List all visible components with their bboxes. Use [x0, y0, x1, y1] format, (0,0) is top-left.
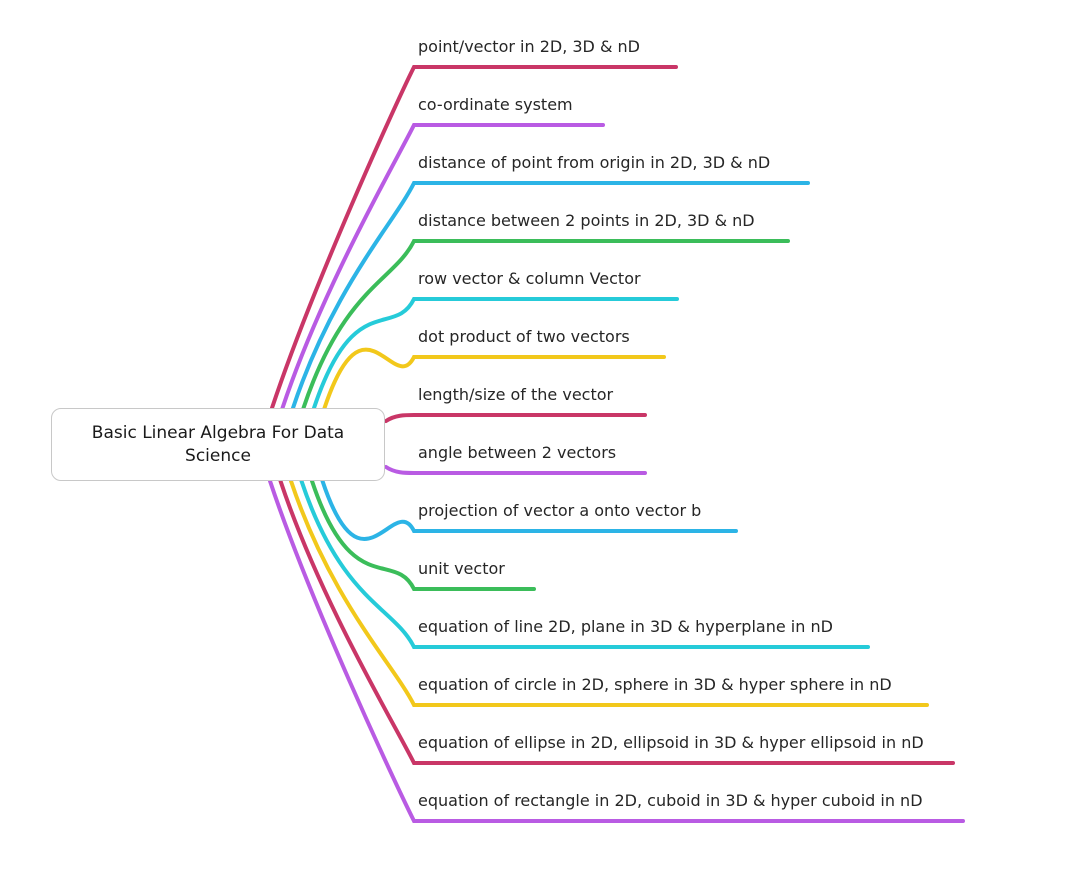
- root-topic[interactable]: Basic Linear Algebra For Data Science: [51, 408, 385, 481]
- branch-topic[interactable]: dot product of two vectors: [418, 327, 630, 346]
- branch-connector: [320, 479, 738, 541]
- branch-topic[interactable]: distance of point from origin in 2D, 3D …: [418, 153, 771, 172]
- branch-topic[interactable]: co-ordinate system: [418, 95, 573, 114]
- branch-connector: [322, 347, 666, 410]
- branch-topic[interactable]: distance between 2 points in 2D, 3D & nD: [418, 211, 755, 230]
- branch-connector: [268, 479, 965, 823]
- branch-topic[interactable]: equation of line 2D, plane in 3D & hyper…: [418, 617, 833, 636]
- branch-connector: [289, 479, 929, 707]
- branch-connector: [280, 123, 605, 410]
- branch-connector: [310, 479, 536, 591]
- branch-connector: [278, 479, 955, 765]
- branch-topic[interactable]: row vector & column Vector: [418, 269, 641, 288]
- branch-connector: [291, 181, 810, 410]
- branch-connector: [270, 65, 678, 410]
- branch-topic[interactable]: equation of circle in 2D, sphere in 3D &…: [418, 675, 892, 694]
- branch-topic[interactable]: projection of vector a onto vector b: [418, 501, 702, 520]
- branch-topic[interactable]: equation of ellipse in 2D, ellipsoid in …: [418, 733, 924, 752]
- branch-connector: [312, 297, 679, 410]
- branch-connector: [301, 239, 790, 410]
- branch-topic[interactable]: unit vector: [418, 559, 505, 578]
- branch-topic[interactable]: angle between 2 vectors: [418, 443, 617, 462]
- root-topic-label: Basic Linear Algebra For Data Science: [91, 422, 345, 466]
- branch-topic[interactable]: equation of rectangle in 2D, cuboid in 3…: [418, 791, 923, 810]
- branch-connector: [299, 479, 870, 649]
- branch-connector: [384, 465, 647, 475]
- branch-topic[interactable]: point/vector in 2D, 3D & nD: [418, 37, 640, 56]
- branch-topic[interactable]: length/size of the vector: [418, 385, 614, 404]
- branch-connector: [384, 413, 647, 423]
